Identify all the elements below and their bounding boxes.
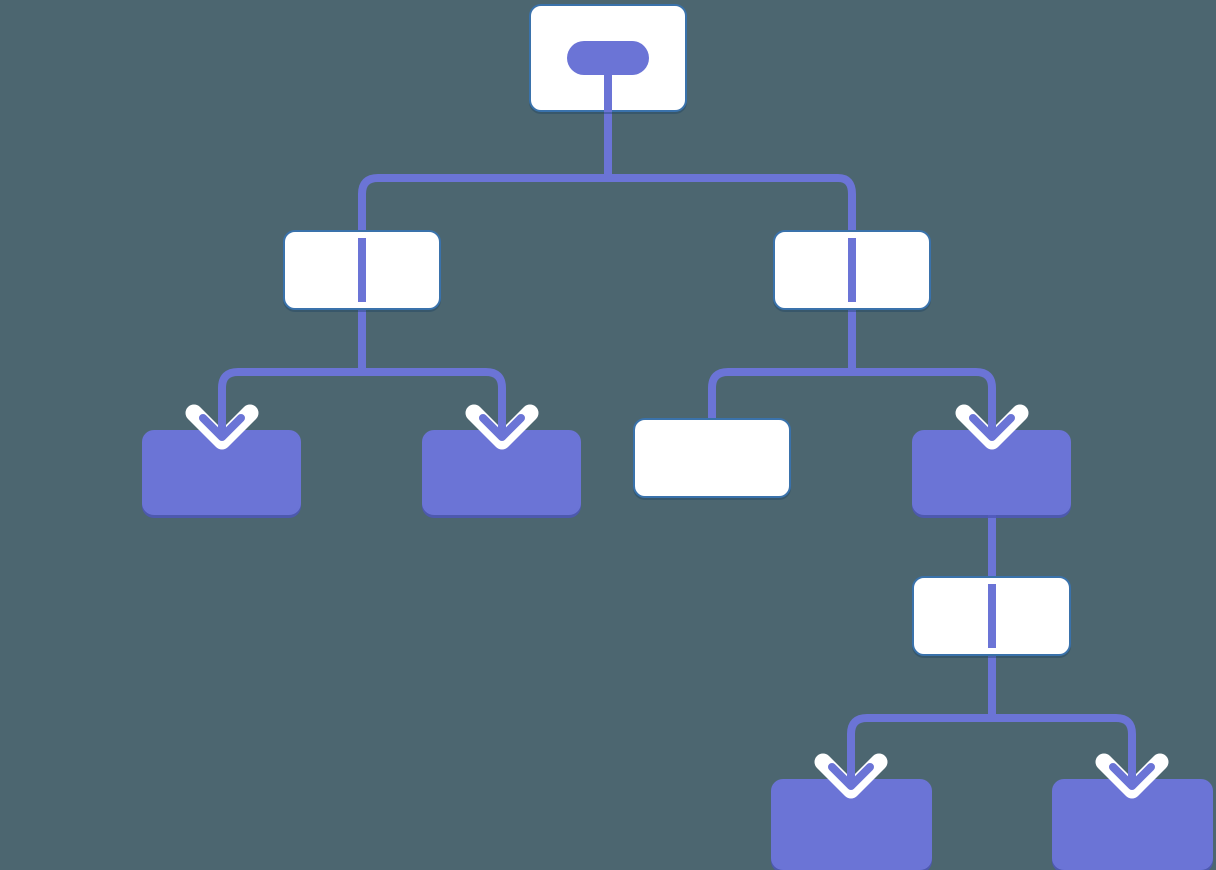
edge-root-to-level1-left — [358, 112, 856, 230]
edge-level1-left-to-children — [218, 310, 506, 430]
root-stem-decoration — [604, 62, 612, 112]
edge-level3-to-level4 — [847, 656, 1136, 779]
level2-node-c[interactable] — [633, 418, 791, 498]
arrow-marker-level4-a — [823, 740, 879, 790]
arrow-marker-level2-b — [474, 391, 530, 441]
level3-middle-inner-line — [988, 584, 996, 648]
level1-right-inner-line — [848, 238, 856, 302]
edge-level1-right-to-children — [708, 310, 996, 430]
arrow-marker-level4-b — [1104, 740, 1160, 790]
arrow-marker-level2-a — [194, 391, 250, 441]
level1-left-inner-line — [358, 238, 366, 302]
arrow-marker-level2-d — [964, 391, 1020, 441]
